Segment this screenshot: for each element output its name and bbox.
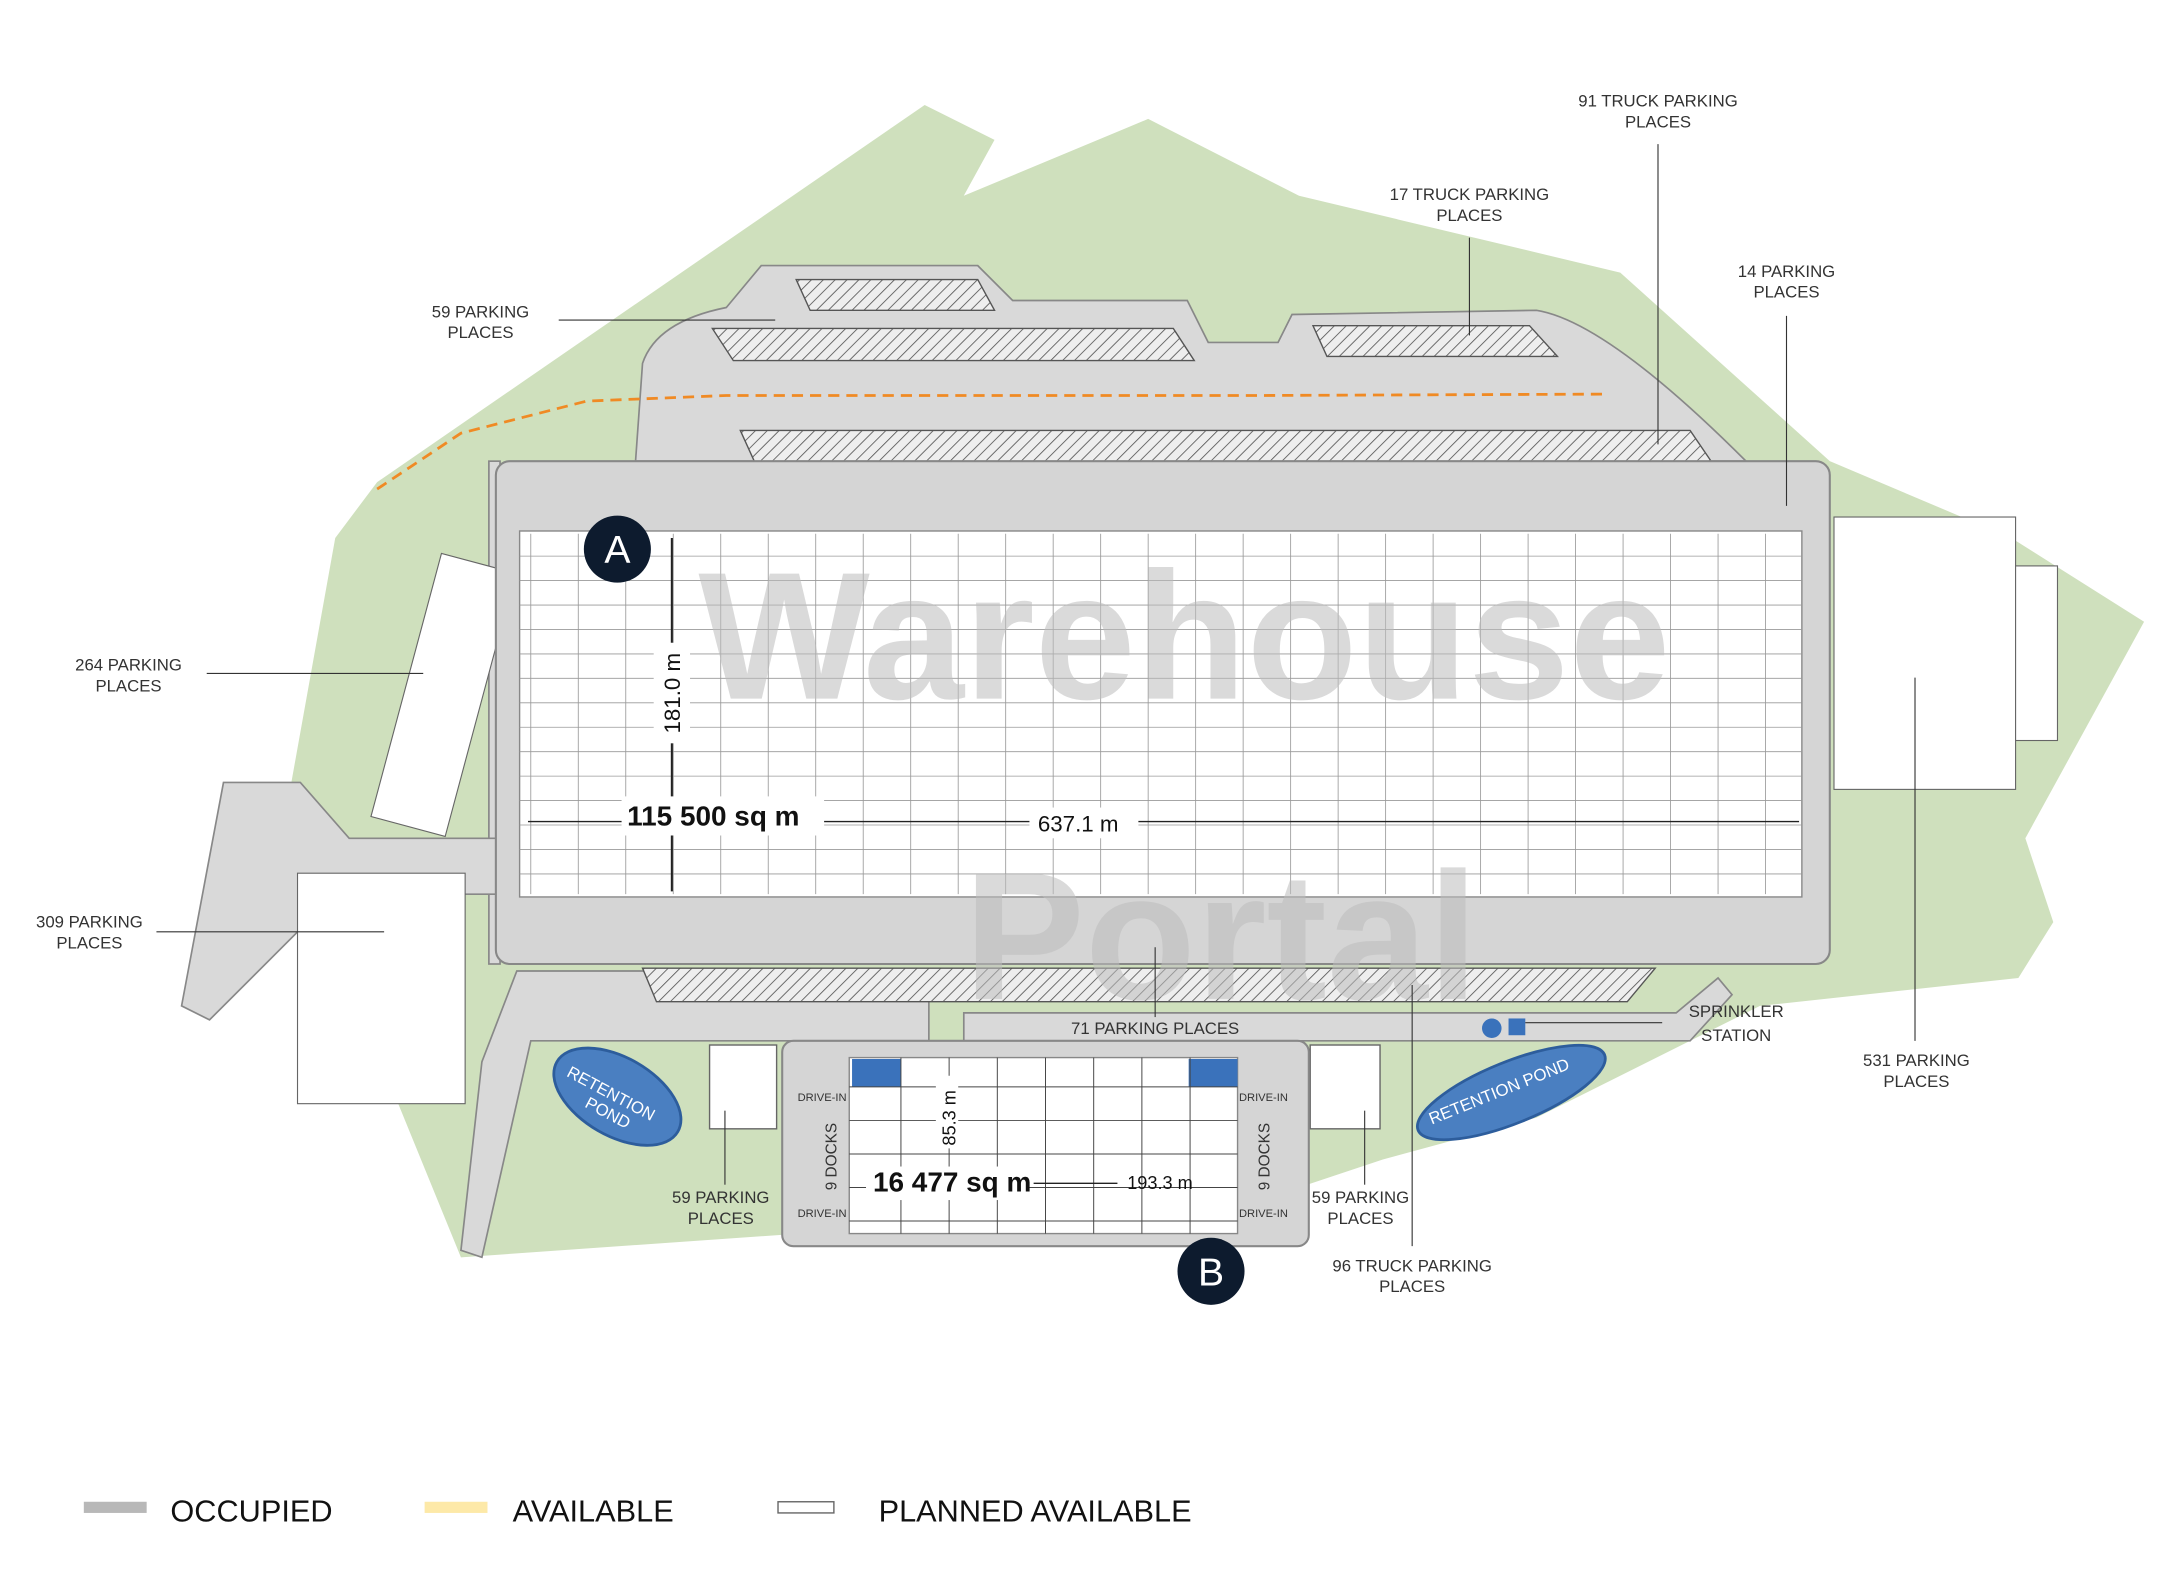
building-b-area: 16 477 sq m	[873, 1167, 1031, 1198]
label-531-parking-2: PLACES	[1883, 1072, 1949, 1091]
label-309-parking: 309 PARKING	[36, 913, 143, 932]
dashed-route	[376, 392, 1607, 491]
parking-309	[296, 872, 466, 1105]
parking-264	[370, 552, 517, 838]
label-14-parking-2: PLACES	[1753, 283, 1819, 302]
label-59-parking-right: 59 PARKING	[1312, 1188, 1409, 1207]
building-a-length: 637.1 m	[1038, 811, 1119, 836]
truck-parking-96	[641, 967, 1657, 1003]
docks-left: 9 DOCKS	[824, 1123, 841, 1190]
building-a-width: 181.0 m	[660, 653, 685, 734]
building-b-marker[interactable]	[1177, 1237, 1245, 1305]
legend-planned-available: PLANNED AVAILABLE	[879, 1493, 1192, 1528]
parking-59-left	[708, 1044, 778, 1130]
legend-occupied: OCCUPIED	[170, 1493, 332, 1528]
legend: OCCUPIED AVAILABLE PLANNED AVAILABLE	[83, 1493, 1192, 1528]
truck-parking-17	[1311, 324, 1560, 358]
retention-pond-left	[552, 1046, 683, 1147]
building-b-marker-label: B	[1198, 1251, 1224, 1294]
building-a-area: 115 500 sq m	[627, 801, 799, 832]
label-59-parking-right-2: PLACES	[1327, 1209, 1393, 1228]
drive-in-right-top: DRIVE-IN	[1239, 1092, 1288, 1104]
label-59-parking-left: 59 PARKING	[672, 1188, 769, 1207]
label-96-truck: 96 TRUCK PARKING	[1332, 1256, 1491, 1275]
parking-59-right	[1309, 1044, 1381, 1130]
watermark-line2: Portal	[964, 836, 1479, 1038]
label-17-truck: 17 TRUCK PARKING	[1390, 185, 1549, 204]
access-road-north	[634, 264, 1749, 462]
legend-swatch-available	[424, 1501, 488, 1513]
label-sprinkler-2: STATION	[1701, 1026, 1771, 1045]
parking-59-top	[711, 327, 1196, 362]
truck-parking-91	[739, 429, 1713, 462]
building-a-floor	[518, 530, 1803, 898]
label-59-parking-top-2: PLACES	[447, 323, 513, 342]
legend-swatch-occupied	[83, 1501, 147, 1513]
parking-531	[1833, 516, 2059, 790]
legend-swatch-planned	[777, 1501, 835, 1514]
label-14-parking: 14 PARKING	[1738, 262, 1835, 281]
label-96-truck-2: PLACES	[1379, 1277, 1445, 1296]
label-91-truck-2: PLACES	[1625, 112, 1691, 131]
parking-59-top-small	[795, 278, 996, 311]
leader-lines	[156, 144, 1916, 1247]
legend-available: AVAILABLE	[513, 1493, 674, 1528]
building-a-marker[interactable]	[583, 515, 651, 583]
label-59-parking-left-2: PLACES	[688, 1209, 754, 1228]
drive-in-left-bottom: DRIVE-IN	[798, 1208, 847, 1220]
label-17-truck-2: PLACES	[1436, 206, 1502, 225]
label-264-parking-2: PLACES	[95, 677, 161, 696]
building-b-length: 193.3 m	[1127, 1173, 1193, 1193]
retention-pond-right	[1415, 1043, 1607, 1142]
label-264-parking: 264 PARKING	[75, 656, 182, 675]
dock-block-right	[1188, 1058, 1238, 1087]
drive-in-right-bottom: DRIVE-IN	[1239, 1208, 1288, 1220]
label-71-parking: 71 PARKING PLACES	[1071, 1019, 1239, 1038]
dock-block-left	[852, 1058, 901, 1087]
label-309-parking-2: PLACES	[56, 934, 122, 953]
label-sprinkler: SPRINKLER	[1689, 1002, 1784, 1021]
label-91-truck: 91 TRUCK PARKING	[1578, 91, 1737, 110]
building-b-floor	[848, 1056, 1239, 1235]
label-531-parking: 531 PARKING	[1863, 1051, 1970, 1070]
docks-right: 9 DOCKS	[1257, 1123, 1274, 1190]
building-a-marker-label: A	[604, 529, 631, 572]
watermark-line1: Warehouse	[698, 536, 1670, 738]
sprinkler-tank-icon	[1481, 1018, 1502, 1039]
drive-in-left-top: DRIVE-IN	[798, 1092, 847, 1104]
label-59-parking-top: 59 PARKING	[432, 302, 529, 321]
building-b-width: 85.3 m	[939, 1090, 959, 1145]
sprinkler-pump-icon	[1508, 1018, 1526, 1036]
